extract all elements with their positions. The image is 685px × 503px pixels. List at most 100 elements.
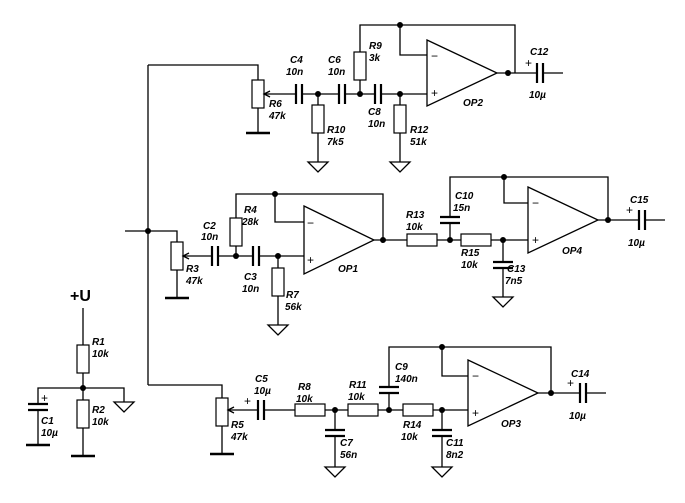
stage-op1-op4: R3 47k C2 10n R4 28k C3 10n R7 56k − + O… <box>165 174 665 336</box>
svg-text:+: + <box>244 394 251 408</box>
svg-text:10n: 10n <box>286 67 303 78</box>
svg-text:10n: 10n <box>201 232 218 243</box>
svg-text:C1: C1 <box>41 416 54 427</box>
capacitor-c14 <box>578 383 588 403</box>
svg-text:C2: C2 <box>203 221 216 232</box>
svg-text:56n: 56n <box>340 450 357 461</box>
resistor-r14 <box>402 403 434 417</box>
svg-text:3k: 3k <box>369 53 381 64</box>
capacitor-c4 <box>294 84 304 104</box>
svg-text:−: − <box>431 49 438 63</box>
svg-text:10k: 10k <box>406 222 423 233</box>
capacitor-c3 <box>251 246 261 266</box>
svg-text:C5: C5 <box>255 374 268 385</box>
capacitor-c9 <box>379 385 399 395</box>
svg-text:−: − <box>307 216 314 230</box>
svg-text:R4: R4 <box>244 205 257 216</box>
capacitor-c6 <box>337 84 347 104</box>
svg-text:C3: C3 <box>244 272 257 283</box>
svg-text:R13: R13 <box>406 210 425 221</box>
capacitor-c8 <box>373 84 383 104</box>
svg-text:OP4: OP4 <box>562 246 582 257</box>
capacitor-c2 <box>210 246 220 266</box>
opamp-op1 <box>303 204 376 276</box>
svg-text:140n: 140n <box>395 374 418 385</box>
resistor-r9 <box>353 51 367 81</box>
svg-text:7k5: 7k5 <box>327 137 344 148</box>
svg-text:+: + <box>525 56 532 70</box>
resistor-r15 <box>460 233 492 247</box>
stage-op3: R5 47k + C5 10µ R8 10k C7 56n R11 10k C9… <box>210 344 606 478</box>
stage-op2: R6 47k C4 10n R10 7k5 C6 10n R9 3k C8 10… <box>246 22 563 173</box>
svg-text:10µ: 10µ <box>628 238 645 249</box>
svg-text:R3: R3 <box>186 264 199 275</box>
svg-text:C6: C6 <box>328 55 341 66</box>
svg-text:C9: C9 <box>395 362 408 373</box>
svg-text:R15: R15 <box>461 248 480 259</box>
svg-text:10k: 10k <box>296 394 313 405</box>
opamp-op2 <box>426 38 499 108</box>
svg-text:R6: R6 <box>269 99 282 110</box>
potentiometer-r6 <box>251 79 265 109</box>
opamp-op4 <box>527 185 600 255</box>
svg-text:+: + <box>472 406 479 420</box>
resistor-r7 <box>271 267 285 297</box>
svg-text:R8: R8 <box>298 382 311 393</box>
capacitor-c5 <box>256 400 266 420</box>
svg-text:OP2: OP2 <box>463 98 483 109</box>
resistor-r8 <box>294 403 326 417</box>
svg-text:47k: 47k <box>230 432 248 443</box>
input-bus <box>125 64 259 398</box>
svg-text:R10: R10 <box>327 125 346 136</box>
svg-text:10n: 10n <box>368 119 385 130</box>
svg-text:10µ: 10µ <box>569 411 586 422</box>
capacitor-c10 <box>440 215 460 225</box>
capacitor-c7 <box>325 428 345 438</box>
capacitor-c15 <box>637 210 647 230</box>
svg-text:−: − <box>472 369 479 383</box>
svg-text:−: − <box>532 196 539 210</box>
svg-text:8n2: 8n2 <box>446 450 464 461</box>
svg-text:C10: C10 <box>455 191 474 202</box>
svg-text:+: + <box>307 253 314 267</box>
svg-text:+: + <box>626 203 633 217</box>
svg-text:10k: 10k <box>401 432 418 443</box>
svg-text:C8: C8 <box>368 107 381 118</box>
svg-text:51k: 51k <box>410 137 427 148</box>
svg-text:+: + <box>431 86 438 100</box>
resistor-r1 <box>76 344 90 374</box>
svg-text:56k: 56k <box>285 302 302 313</box>
svg-text:7n5: 7n5 <box>505 276 523 287</box>
svg-text:10n: 10n <box>242 284 259 295</box>
resistor-r10 <box>311 104 325 134</box>
opamp-op3 <box>467 358 540 428</box>
svg-text:C15: C15 <box>630 195 649 206</box>
svg-text:R1: R1 <box>92 337 105 348</box>
svg-text:R9: R9 <box>369 41 382 52</box>
svg-text:10µ: 10µ <box>529 90 546 101</box>
svg-text:C12: C12 <box>530 47 549 58</box>
svg-text:C4: C4 <box>290 55 303 66</box>
svg-text:47k: 47k <box>185 276 203 287</box>
ground-symbol <box>112 401 136 413</box>
svg-text:C11: C11 <box>446 438 464 449</box>
svg-text:15n: 15n <box>453 203 470 214</box>
resistor-r11 <box>347 403 379 417</box>
svg-text:10k: 10k <box>348 392 365 403</box>
svg-text:10k: 10k <box>92 417 109 428</box>
potentiometer-r5 <box>215 397 229 427</box>
svg-text:10k: 10k <box>461 260 478 271</box>
svg-text:C14: C14 <box>571 369 590 380</box>
svg-text:OP1: OP1 <box>338 264 358 275</box>
resistor-r4 <box>229 217 243 247</box>
svg-text:10n: 10n <box>328 67 345 78</box>
resistor-r2 <box>76 399 90 429</box>
svg-text:10µ: 10µ <box>254 386 271 397</box>
svg-text:C13: C13 <box>507 264 526 275</box>
svg-text:10k: 10k <box>92 349 109 360</box>
svg-text:28k: 28k <box>241 217 259 228</box>
svg-text:OP3: OP3 <box>501 419 521 430</box>
svg-text:+: + <box>41 391 48 405</box>
svg-text:+: + <box>567 376 574 390</box>
